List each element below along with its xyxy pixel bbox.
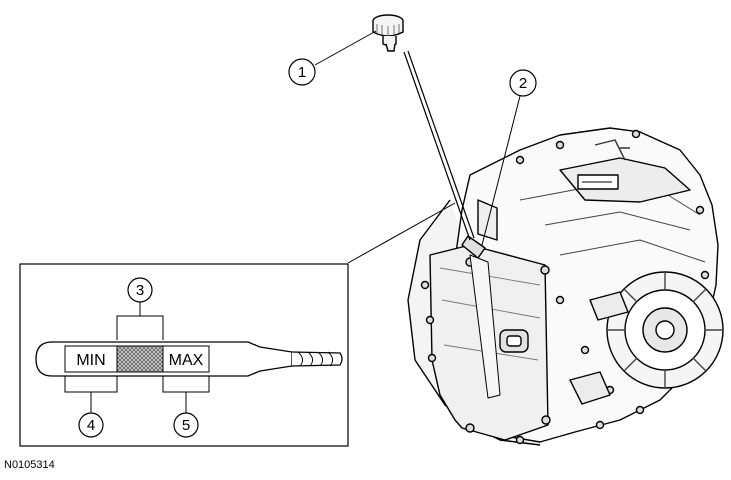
dipstick-min-label: MIN xyxy=(76,352,105,369)
top-cover-plate xyxy=(559,157,691,203)
dipstick-rod xyxy=(403,50,475,241)
transmission-assembly xyxy=(407,127,724,446)
dipstick-cap xyxy=(372,14,404,52)
callout-4: 4 xyxy=(78,412,104,438)
inset-brackets xyxy=(64,302,210,413)
callout-5: 5 xyxy=(173,412,199,438)
callout-5-number: 5 xyxy=(182,417,190,434)
dipstick-tube xyxy=(461,235,486,259)
callout-4-number: 4 xyxy=(87,417,95,434)
leader-lines xyxy=(314,30,521,264)
case-bolts xyxy=(420,129,710,445)
safe-range-hatch xyxy=(116,345,164,373)
dipstick-max-label: MAX xyxy=(169,352,204,369)
callout-3-number: 3 xyxy=(136,282,144,299)
callout-1-number: 1 xyxy=(298,64,306,81)
callout-3: 3 xyxy=(127,277,153,303)
figure-id: N0105314 xyxy=(4,459,55,471)
callout-2: 2 xyxy=(509,69,537,97)
callout-2-number: 2 xyxy=(519,75,527,92)
callout-1: 1 xyxy=(288,58,316,86)
